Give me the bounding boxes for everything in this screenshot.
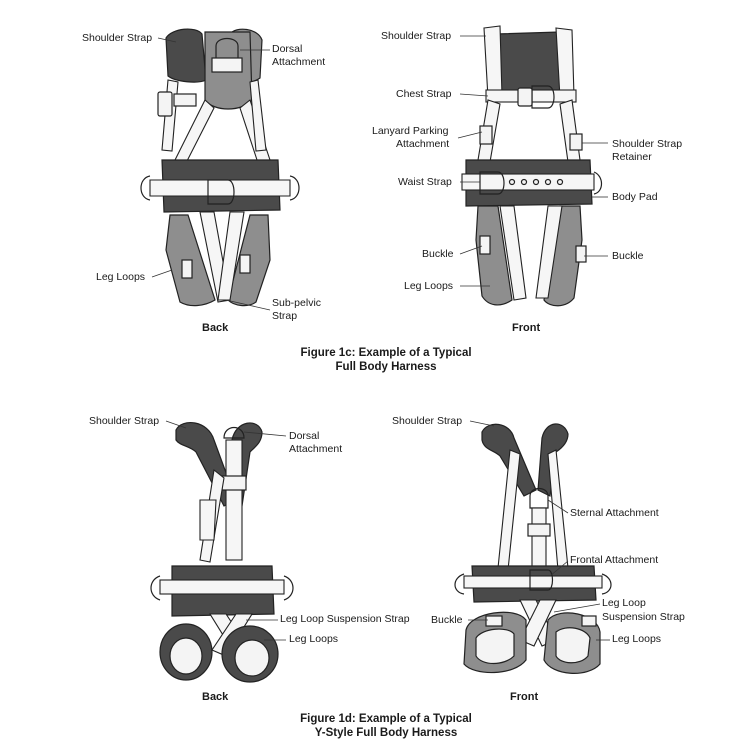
label-1c-back-dorsal-l2: Attachment [272,56,325,69]
view-label-1d-back: Back [202,691,228,703]
view-label-1c-front: Front [512,322,540,334]
label-1c-back-shoulder-strap: Shoulder Strap [82,32,152,45]
label-1c-front-buckle-left: Buckle [422,248,454,261]
label-1c-front-waist-strap: Waist Strap [398,176,452,189]
label-1c-back-leg-loops: Leg Loops [96,271,145,284]
figure-1c-caption-line2: Full Body Harness [256,360,516,374]
label-1c-front-leg-loops: Leg Loops [404,280,453,293]
figure-1d-caption: Figure 1d: Example of a Typical Y-Style … [256,712,516,740]
figure-1c-caption: Figure 1c: Example of a Typical Full Bod… [256,346,516,374]
label-1d-front-suspension-l1: Leg Loop [602,597,646,610]
figure-1d-caption-line1: Figure 1d: Example of a Typical [256,712,516,726]
label-1d-back-shoulder-strap: Shoulder Strap [89,415,159,428]
label-1d-front-shoulder-strap: Shoulder Strap [392,415,462,428]
view-label-1d-front: Front [510,691,538,703]
label-1d-front-leg-loops: Leg Loops [612,633,661,646]
label-1c-back-dorsal-l1: Dorsal [272,43,302,56]
harness-1d-front [455,424,611,673]
harness-1c-back [141,29,299,306]
harness-1d-back [151,423,293,682]
label-1d-back-leg-loop-suspension: Leg Loop Suspension Strap [280,613,410,626]
label-1d-front-frontal: Frontal Attachment [570,554,658,567]
label-1c-front-buckle-right: Buckle [612,250,644,263]
label-1d-front-suspension-l2: Suspension Strap [602,611,685,624]
label-1c-front-lanyard-l1: Lanyard Parking [372,125,448,138]
label-1c-back-sub-pelvic-l2: Strap [272,310,297,323]
label-1d-back-dorsal-l1: Dorsal [289,430,319,443]
label-1d-front-sternal: Sternal Attachment [570,507,659,520]
shoulder-pad-left [166,29,206,82]
figure-1c-caption-line1: Figure 1c: Example of a Typical [256,346,516,360]
label-1d-back-leg-loops: Leg Loops [289,633,338,646]
label-1c-front-shoulder-strap: Shoulder Strap [381,30,451,43]
label-1d-front-buckle: Buckle [431,614,463,627]
label-1c-front-retainer-l2: Retainer [612,151,652,164]
label-1c-front-chest-strap: Chest Strap [396,88,451,101]
label-1c-front-retainer-l1: Shoulder Strap [612,138,682,151]
label-1c-back-sub-pelvic-l1: Sub-pelvic [272,297,321,310]
harness-1c-front [462,26,602,306]
view-label-1c-back: Back [202,322,228,334]
label-1c-front-body-pad: Body Pad [612,191,658,204]
label-1c-front-lanyard-l2: Attachment [396,138,449,151]
label-1d-back-dorsal-l2: Attachment [289,443,342,456]
figure-1d-caption-line2: Y-Style Full Body Harness [256,726,516,740]
